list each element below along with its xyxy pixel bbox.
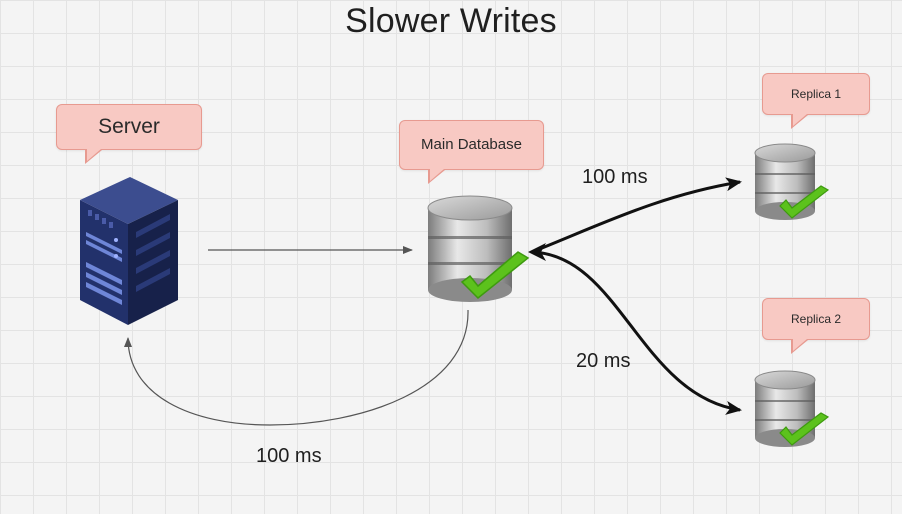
main-to-server-return-arrow [124,309,469,426]
replica-2-label-bubble: Replica 2 [762,298,870,354]
main-database-label-bubble: Main Database [399,120,544,184]
server-return-latency-label: 100 ms [256,445,322,467]
main-arrow-head-left [528,243,546,261]
server-label: Server [98,115,160,138]
replica-2-check-icon [779,412,830,446]
main-to-replica-1-arrow [531,177,742,254]
diagram-title: Slower Writes [345,2,557,40]
replica-2-latency-label: 20 ms [576,350,631,372]
replica-2-label: Replica 2 [790,312,842,326]
main-to-replica-2-arrow [531,250,742,415]
server-label-bubble: Server [56,104,202,164]
replica-1-label-bubble: Replica 1 [762,73,870,129]
replica-1-label: Replica 1 [790,87,842,101]
server-icon [80,177,178,325]
main-database-check-icon [460,251,530,300]
replica-1-latency-label: 100 ms [582,166,648,188]
main-database-label: Main Database [421,136,522,153]
replica-1-check-icon [779,185,830,219]
